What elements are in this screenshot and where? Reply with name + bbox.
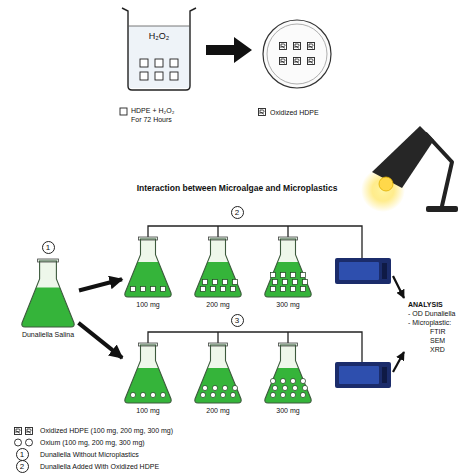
flask-node: 200 mg: [193, 342, 243, 415]
process-arrow: [206, 37, 252, 63]
flask-node: 200 mg: [193, 236, 243, 309]
beaker-node: H₂O₂: [118, 4, 200, 92]
flask-outline: [123, 342, 173, 404]
analysis-item: - Microplastic:: [408, 318, 451, 327]
flask-node: 300 mg: [263, 236, 313, 309]
flow-arrow: [78, 323, 122, 358]
flask-node: 100 mg: [123, 236, 173, 309]
legend-text: Oxidized HDPE: [270, 108, 319, 117]
analysis-method: FTIR: [430, 327, 446, 336]
flow-arrow: [79, 279, 122, 290]
flask-outline: [193, 236, 243, 298]
flask-label: 100 mg: [136, 300, 159, 309]
flask-label: 300 mg: [276, 300, 299, 309]
flask-node: 100 mg: [123, 342, 173, 415]
flask-label: 200 mg: [206, 406, 229, 415]
diagram-title: Interaction between Microalgae and Micro…: [137, 184, 338, 193]
analysis-item: - OD Dunaliella: [408, 309, 455, 318]
flask-node: Dunaliella Salina: [20, 258, 76, 339]
lamp: [361, 126, 458, 212]
flask-label: Dunaliella Salina: [22, 330, 74, 339]
legend-text: HDPE + H₂O₂ For 72 Hours: [131, 106, 181, 124]
result-arrow: [393, 352, 404, 372]
air-pump: [335, 258, 391, 388]
flask-node: 300 mg: [263, 342, 313, 415]
beaker-outline: [118, 4, 200, 92]
flask-label: 300 mg: [276, 406, 299, 415]
legend-callout: 2: [16, 460, 29, 473]
callout-number: 2: [231, 206, 244, 219]
legend-text: Dunaliella Without Microplastics: [40, 450, 139, 459]
legend-sample: [15, 108, 266, 446]
tubing: [148, 226, 362, 362]
flask-outline: [20, 258, 76, 328]
beaker-label: H₂O₂: [149, 31, 170, 42]
callout-number: 1: [42, 241, 55, 254]
legend-text: Oxium (100 mg, 200 mg, 300 mg): [40, 438, 145, 447]
legend-text: Oxidized HDPE (100 mg, 200 mg, 300 mg): [40, 426, 173, 435]
flask-outline: [123, 236, 173, 298]
callout-number: 3: [231, 314, 244, 327]
legend-text: Dunaliella Added With Oxidized HDPE: [40, 462, 159, 471]
analysis-heading: ANALYSIS: [408, 300, 443, 309]
flask-label: 100 mg: [136, 406, 159, 415]
analysis-method: XRD: [430, 345, 445, 354]
flask-outline: [263, 236, 313, 298]
flask-outline: [193, 342, 243, 404]
analysis-method: SEM: [430, 336, 445, 345]
petri-dish: [263, 20, 331, 88]
flask-outline: [263, 342, 313, 404]
flask-label: 200 mg: [206, 300, 229, 309]
result-arrow: [393, 276, 404, 298]
